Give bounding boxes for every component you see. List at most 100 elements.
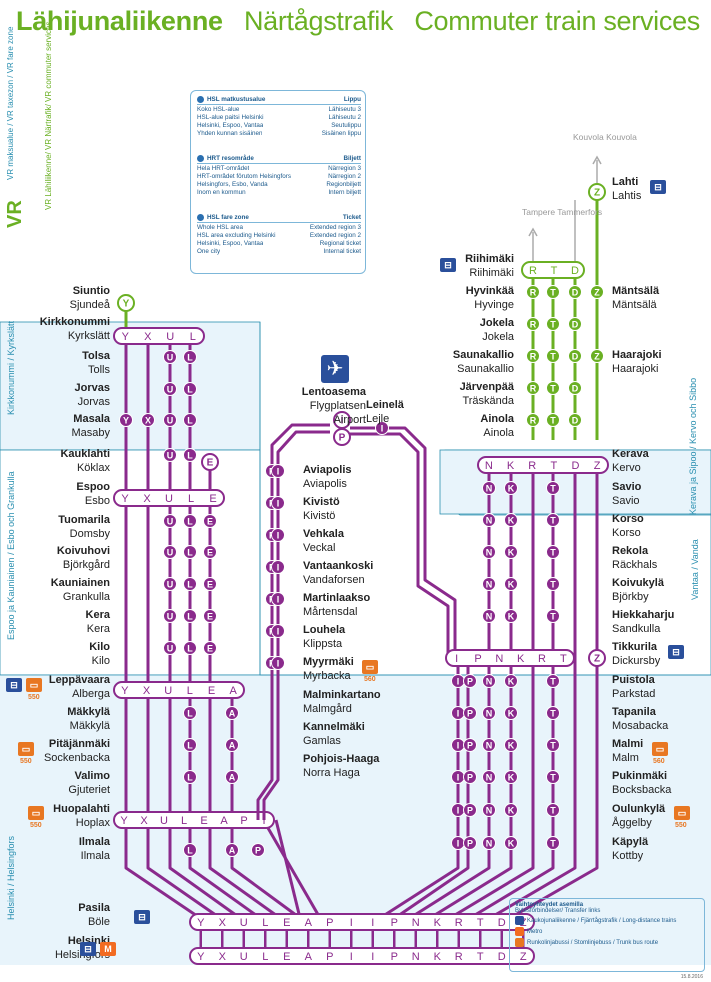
line-d [489, 473, 577, 920]
line-letter: N [486, 579, 493, 589]
line-letter: A [220, 815, 228, 827]
line-letter: T [550, 838, 556, 848]
line-letter: D [572, 460, 580, 472]
line-letter: P [467, 772, 473, 782]
line-letter: I [457, 708, 460, 718]
line-letter: D [498, 951, 506, 963]
train-icon: ⊟ [668, 645, 684, 659]
line-letter: U [167, 643, 174, 653]
line-stop [546, 674, 560, 688]
line-letter: R [529, 265, 537, 277]
line-letter: E [207, 458, 214, 469]
line-stop [163, 413, 177, 427]
line-i-ring [262, 430, 330, 820]
line-letter: E [200, 815, 207, 827]
line-t [469, 473, 555, 920]
bus-icon [515, 938, 524, 947]
line-letter: R [538, 653, 546, 665]
line-stop [568, 413, 582, 427]
line-u [168, 335, 241, 920]
line-stop [225, 738, 239, 752]
line-letter: K [508, 676, 515, 686]
line-stop [271, 624, 285, 638]
line-n [409, 473, 491, 920]
line-letter: X [219, 917, 227, 929]
line-letter: X [219, 951, 227, 963]
line-letter: Z [594, 188, 600, 199]
line-letter: L [187, 740, 193, 750]
line-letter: T [550, 708, 556, 718]
line-terminal [588, 183, 606, 201]
line-stop [271, 496, 285, 510]
line-letter: U [240, 951, 248, 963]
zone-label-vantaa: Vantaa / Vanda [690, 539, 700, 600]
line-stop [141, 413, 155, 427]
line-letter: A [229, 845, 236, 855]
line-letter: R [530, 383, 537, 393]
line-letter: P [240, 815, 247, 827]
line-letter: I [457, 772, 460, 782]
line-stop [203, 609, 217, 623]
line-letter: P [326, 917, 333, 929]
line-letter: T [550, 772, 556, 782]
line-stop [271, 528, 285, 542]
train-icon: ⊟ [80, 942, 96, 956]
line-letter: T [550, 415, 556, 425]
line-letter: A [229, 708, 236, 718]
